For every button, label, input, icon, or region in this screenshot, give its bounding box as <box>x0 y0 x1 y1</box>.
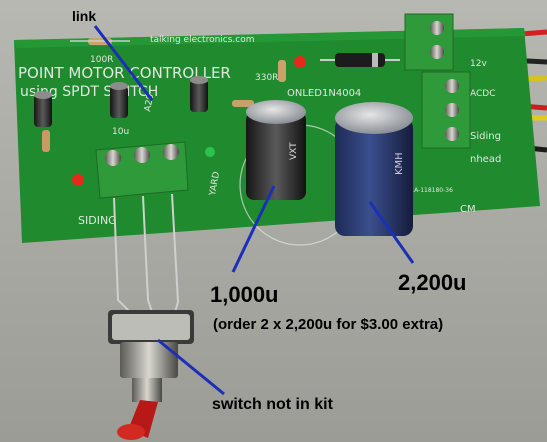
board-12v-label: 12v <box>470 59 487 69</box>
cap-1000u-pointer <box>231 185 276 273</box>
annotation-lines <box>93 25 415 396</box>
board-yard-label: YARD <box>208 171 222 198</box>
capacitor-1000u: VXT <box>246 100 306 200</box>
led-red-left <box>72 174 84 186</box>
terminal-block-switch <box>95 141 189 199</box>
board-diode-label: 1N4004 <box>322 88 361 99</box>
board-onled-label: ONLED <box>287 88 322 99</box>
board-a28-label: A28 <box>143 93 156 112</box>
board-mainhead-label: nhead <box>470 154 501 165</box>
led-green <box>205 147 215 157</box>
cap-1000u-text: VXT <box>289 142 299 160</box>
cap-2200u-pointer <box>368 201 415 264</box>
board-siding-right-label: Siding <box>470 131 501 142</box>
board-serial: 07301A-118180-36 <box>395 187 453 194</box>
link-pointer <box>93 25 154 101</box>
led-red <box>294 56 306 68</box>
terminal-blocks-right <box>404 13 471 149</box>
diode <box>320 53 400 67</box>
switch-pointer <box>157 338 225 396</box>
board-330r-label: 330R <box>255 73 278 83</box>
annotation-1000u: 1,000u <box>210 282 279 307</box>
board-10u-label: 10u <box>112 127 129 137</box>
board-website: talking electronics.com <box>150 35 255 45</box>
board-siding-label: SIDING <box>78 214 117 227</box>
small-capacitors <box>34 76 208 127</box>
annotation-switch-note: switch not in kit <box>212 396 333 413</box>
annotation-2200u: 2,200u <box>398 270 467 295</box>
board-silkscreen: POINT MOTOR CONTROLLER using SPDT SWITCH… <box>18 35 501 227</box>
switch-leads <box>113 193 180 313</box>
capacitor-2200u: KMH <box>335 102 413 236</box>
annotation-order-note: (order 2 x 2,200u for $3.00 extra) <box>213 316 444 333</box>
board-acdc-label: ACDC <box>470 89 496 99</box>
cap-2200u-text: KMH <box>394 152 405 175</box>
board-100r-label: 100R <box>90 55 113 65</box>
board-cm-label: CM <box>460 204 476 215</box>
board-title: POINT MOTOR CONTROLLER <box>18 64 231 82</box>
annotation-link: link <box>72 8 97 24</box>
toggle-switch <box>108 310 194 440</box>
